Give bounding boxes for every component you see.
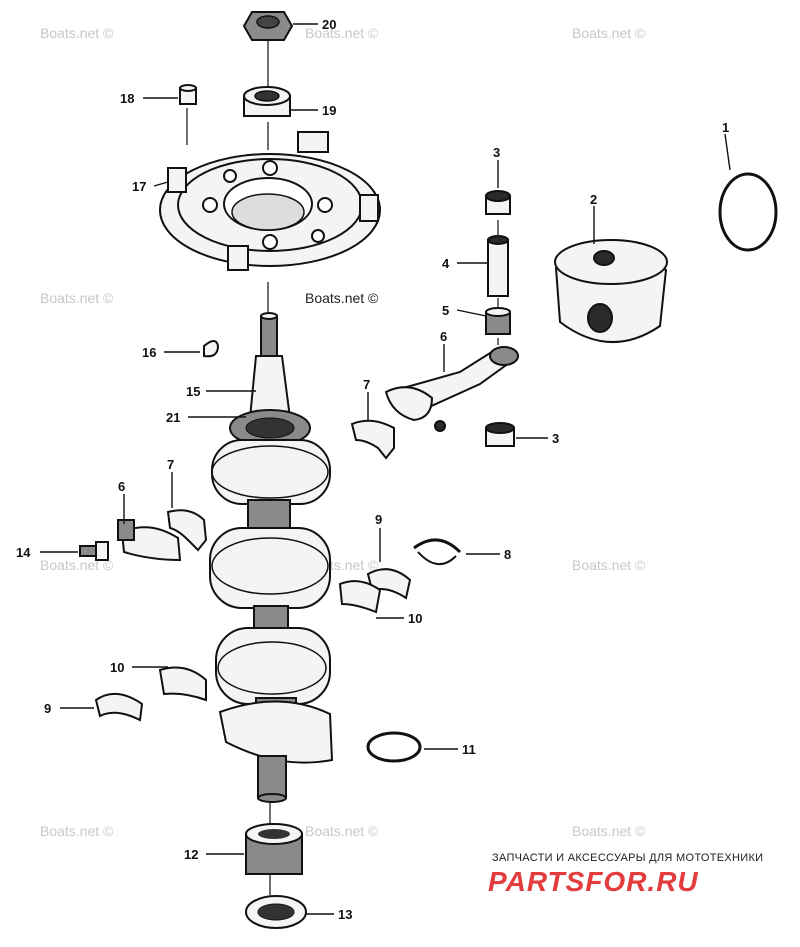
callout-label: 9	[44, 701, 51, 716]
watermark: Boats.net ©	[572, 823, 646, 839]
callout-label: 20	[322, 17, 336, 32]
piston-pin-part	[487, 235, 509, 297]
callout-label: 6	[440, 329, 447, 344]
bearing-half-part	[158, 666, 207, 702]
brand-logo: PARTSFOR.RU	[488, 866, 699, 897]
callout-label: 1	[722, 120, 729, 135]
callout-label: 11	[462, 742, 476, 757]
lower-seal-part	[245, 895, 307, 929]
brand-tagline: ЗАПЧАСТИ И АКСЕССУАРЫ ДЛЯ МОТОТЕХНИКИ	[492, 852, 764, 864]
leader-line	[456, 309, 487, 317]
watermark: Boats.net ©	[305, 25, 379, 41]
piston-part	[554, 239, 668, 344]
crankshaft-part	[209, 312, 334, 803]
bearing-half-part	[350, 419, 395, 460]
callout-label: 15	[186, 384, 200, 399]
key-part	[203, 340, 220, 358]
piston-ring-part	[718, 172, 778, 252]
callout-label: 14	[16, 545, 31, 560]
callout-label: 19	[322, 103, 336, 118]
watermark: Boats.net ©	[40, 823, 114, 839]
callout-label: 10	[110, 660, 124, 675]
callout-label: 3	[493, 145, 500, 160]
callout-label: 6	[118, 479, 125, 494]
callout-label: 9	[375, 512, 382, 527]
connecting-rod-part	[384, 346, 519, 432]
callout-label: 3	[552, 431, 559, 446]
callout-label: 7	[167, 457, 174, 472]
bearing-half-part	[166, 509, 208, 552]
callout-label: 7	[363, 377, 370, 392]
callout-label: 8	[504, 547, 511, 562]
watermark: Boats.net ©	[305, 823, 379, 839]
watermark: Boats.net ©	[572, 25, 646, 41]
bearing-cap-part	[485, 422, 515, 447]
needle-bearing-part	[485, 307, 511, 335]
ring-part	[366, 731, 422, 763]
leader-line	[724, 133, 731, 171]
callout-label: 12	[184, 847, 198, 862]
roller-bearing-part	[245, 823, 303, 875]
bearing-half-part	[338, 580, 382, 614]
callout-label: 18	[120, 91, 134, 106]
watermark: Boats.net ©	[305, 290, 379, 306]
watermark: Boats.net ©	[572, 557, 646, 573]
watermark: Boats.net ©	[40, 290, 114, 306]
rod-cap-part	[117, 519, 182, 562]
screw-part	[179, 84, 197, 105]
callout-label: 16	[142, 345, 156, 360]
bearing-housing-part	[159, 131, 381, 271]
callout-label: 4	[442, 256, 450, 271]
callout-label: 5	[442, 303, 449, 318]
leader-line	[153, 181, 169, 187]
watermark: Boats.net ©	[40, 25, 114, 41]
bolt-part	[79, 541, 109, 561]
callout-label: 10	[408, 611, 422, 626]
seal-part	[243, 86, 291, 117]
callout-label: 21	[166, 410, 180, 425]
snap-ring-part	[417, 551, 457, 565]
callout-label: 17	[132, 179, 146, 194]
bearing-cap-part	[485, 190, 511, 215]
bearing-half-part	[94, 693, 144, 722]
nut-part	[242, 11, 294, 41]
callout-label: 13	[338, 907, 352, 922]
callout-label: 2	[590, 192, 597, 207]
snap-ring-part	[413, 538, 462, 554]
